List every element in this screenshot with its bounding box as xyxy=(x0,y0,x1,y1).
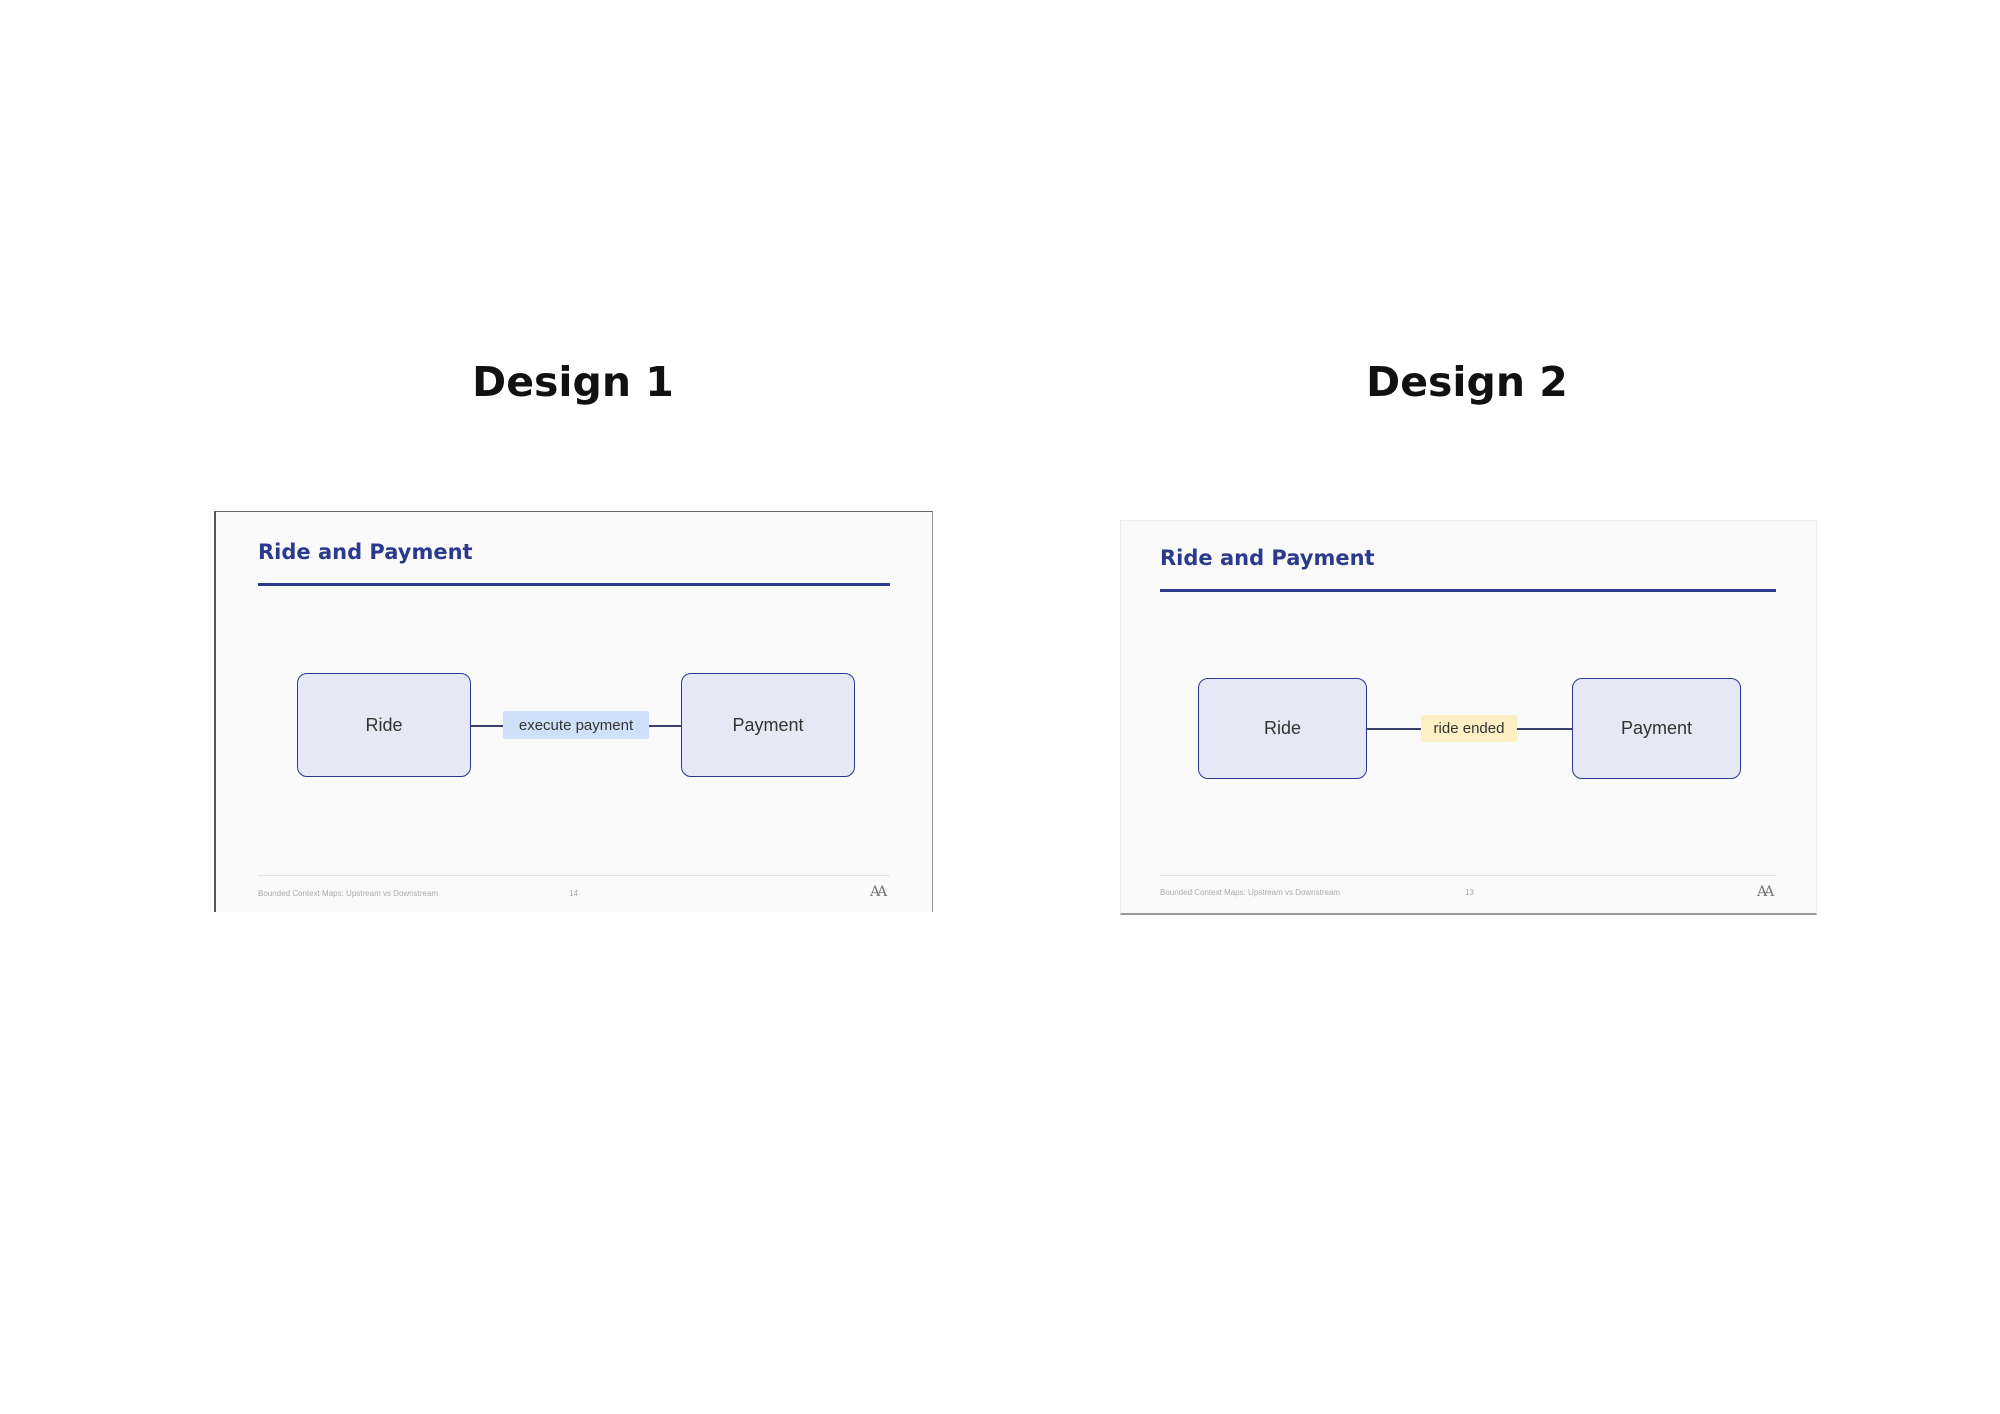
footer-text: Bounded Context Maps: Upstream vs Downst… xyxy=(258,889,439,898)
logo-mark: AA xyxy=(1757,884,1774,900)
title-underline xyxy=(258,583,890,586)
payment-context-box: Payment xyxy=(1572,678,1741,779)
connector-line-right xyxy=(1517,728,1572,730)
title-underline xyxy=(1160,589,1776,592)
event-label: execute payment xyxy=(503,711,649,739)
logo-mark: AA xyxy=(870,884,887,900)
page-number: 14 xyxy=(569,889,578,898)
footer-text: Bounded Context Maps: Upstream vs Downst… xyxy=(1160,888,1341,897)
ride-context-box: Ride xyxy=(297,673,471,777)
design-1-heading: Design 1 xyxy=(472,358,674,406)
page-number: 13 xyxy=(1465,888,1474,897)
design-2-heading: Design 2 xyxy=(1366,358,1568,406)
event-label: ride ended xyxy=(1421,715,1517,742)
payment-context-box: Payment xyxy=(681,673,855,777)
slide-title: Ride and Payment xyxy=(1160,546,1375,570)
design-1-slide: Ride and Payment Ride execute payment Pa… xyxy=(214,511,933,912)
footer-divider xyxy=(258,875,890,876)
slide-title: Ride and Payment xyxy=(258,540,473,564)
connector-line-right xyxy=(649,725,681,727)
footer-divider xyxy=(1160,875,1776,876)
connector-line-left xyxy=(471,725,503,727)
design-2-slide: Ride and Payment Ride ride ended Payment… xyxy=(1120,520,1817,915)
ride-context-box: Ride xyxy=(1198,678,1367,779)
connector-line-left xyxy=(1367,728,1421,730)
